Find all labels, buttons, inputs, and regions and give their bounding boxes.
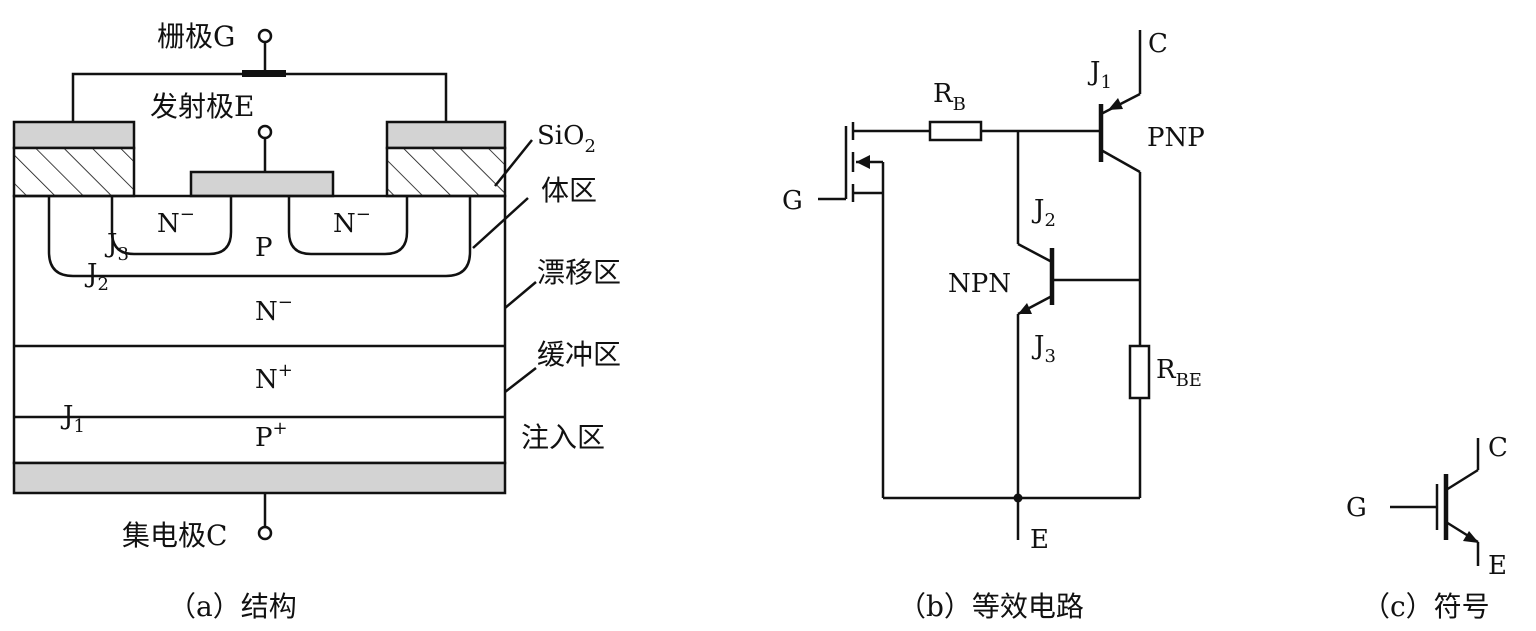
panel-b-circuit	[818, 30, 1151, 540]
caption-b: （b）等效电路	[898, 590, 1084, 623]
body-region-label: 体区	[541, 174, 597, 207]
symbol-collector-diag	[1445, 468, 1479, 492]
emitter-label: 发射极E	[150, 90, 254, 123]
n-minus-left-label: N−	[157, 204, 195, 239]
rb-label: RB	[933, 79, 966, 115]
drift-region-label: 漂移区	[537, 256, 621, 289]
oxide-right	[385, 146, 507, 198]
caption-a: （a）结构	[168, 590, 297, 623]
j2-label-b: J2	[1031, 195, 1056, 231]
gate-label-b: G	[782, 186, 803, 216]
p-body-junction-j2	[47, 196, 472, 278]
emitter-label-b: E	[1030, 525, 1049, 555]
emitter-terminal	[257, 124, 273, 140]
n-minus-drift-label: N−	[255, 292, 293, 327]
collector-label-b: C	[1148, 29, 1168, 59]
gate-metal-right	[385, 120, 507, 150]
collector-metal	[12, 461, 507, 495]
npn-emitter-arrow	[1018, 303, 1032, 314]
j1-label-b: J1	[1087, 57, 1112, 93]
npn-collector	[1017, 242, 1053, 264]
gate-terminal	[257, 28, 273, 44]
oxide-left	[12, 146, 136, 198]
j3-label-a: J3	[104, 229, 129, 265]
pnp-collector	[1100, 148, 1141, 174]
emitter-label-c: E	[1488, 551, 1507, 581]
j2-label-a: J2	[84, 259, 109, 295]
resistor-rbe	[1128, 344, 1151, 400]
j1-label-a: J1	[60, 401, 85, 437]
n-well-right-junction	[287, 196, 409, 256]
gate-metal-left	[12, 120, 136, 150]
gate-label-c: G	[1346, 493, 1367, 523]
panel-b-arrows	[856, 98, 1123, 503]
panel-a-structure	[12, 28, 537, 541]
collector-terminal	[257, 525, 273, 541]
body-arrow	[856, 155, 870, 169]
collector-label: 集电极C	[122, 519, 227, 552]
buffer-region-label: 缓冲区	[537, 338, 621, 371]
gate-bridge-wire	[71, 72, 448, 122]
sio2-label: SiO2	[537, 121, 596, 157]
drift-leader	[504, 281, 537, 309]
p-plus-label: P+	[255, 418, 288, 453]
injection-region-label: 注入区	[521, 421, 605, 454]
gate-contact-bar	[242, 70, 286, 77]
buffer-leader	[504, 367, 537, 393]
caption-c: （c）符号	[1362, 590, 1490, 623]
pnp-emitter-arrow	[1108, 98, 1123, 110]
emitter-contact	[189, 170, 335, 198]
resistor-rb	[928, 120, 983, 142]
body-leader	[472, 197, 529, 249]
n-minus-right-label: N−	[333, 204, 371, 239]
rbe-label: RBE	[1156, 355, 1202, 391]
n-plus-label: N+	[255, 360, 293, 395]
p-region-label: P	[255, 233, 273, 263]
emitter-node	[1013, 493, 1023, 503]
collector-label-c: C	[1488, 433, 1508, 463]
gate-label: 栅极G	[157, 20, 235, 53]
pnp-label: PNP	[1147, 123, 1205, 153]
npn-label: NPN	[948, 269, 1011, 299]
j3-label-b: J3	[1031, 331, 1056, 367]
n-well-left-junction-j3	[110, 196, 233, 256]
sio2-leader	[494, 139, 533, 187]
symbol-emitter-arrow	[1463, 531, 1479, 543]
panel-c-symbol	[1390, 438, 1480, 566]
